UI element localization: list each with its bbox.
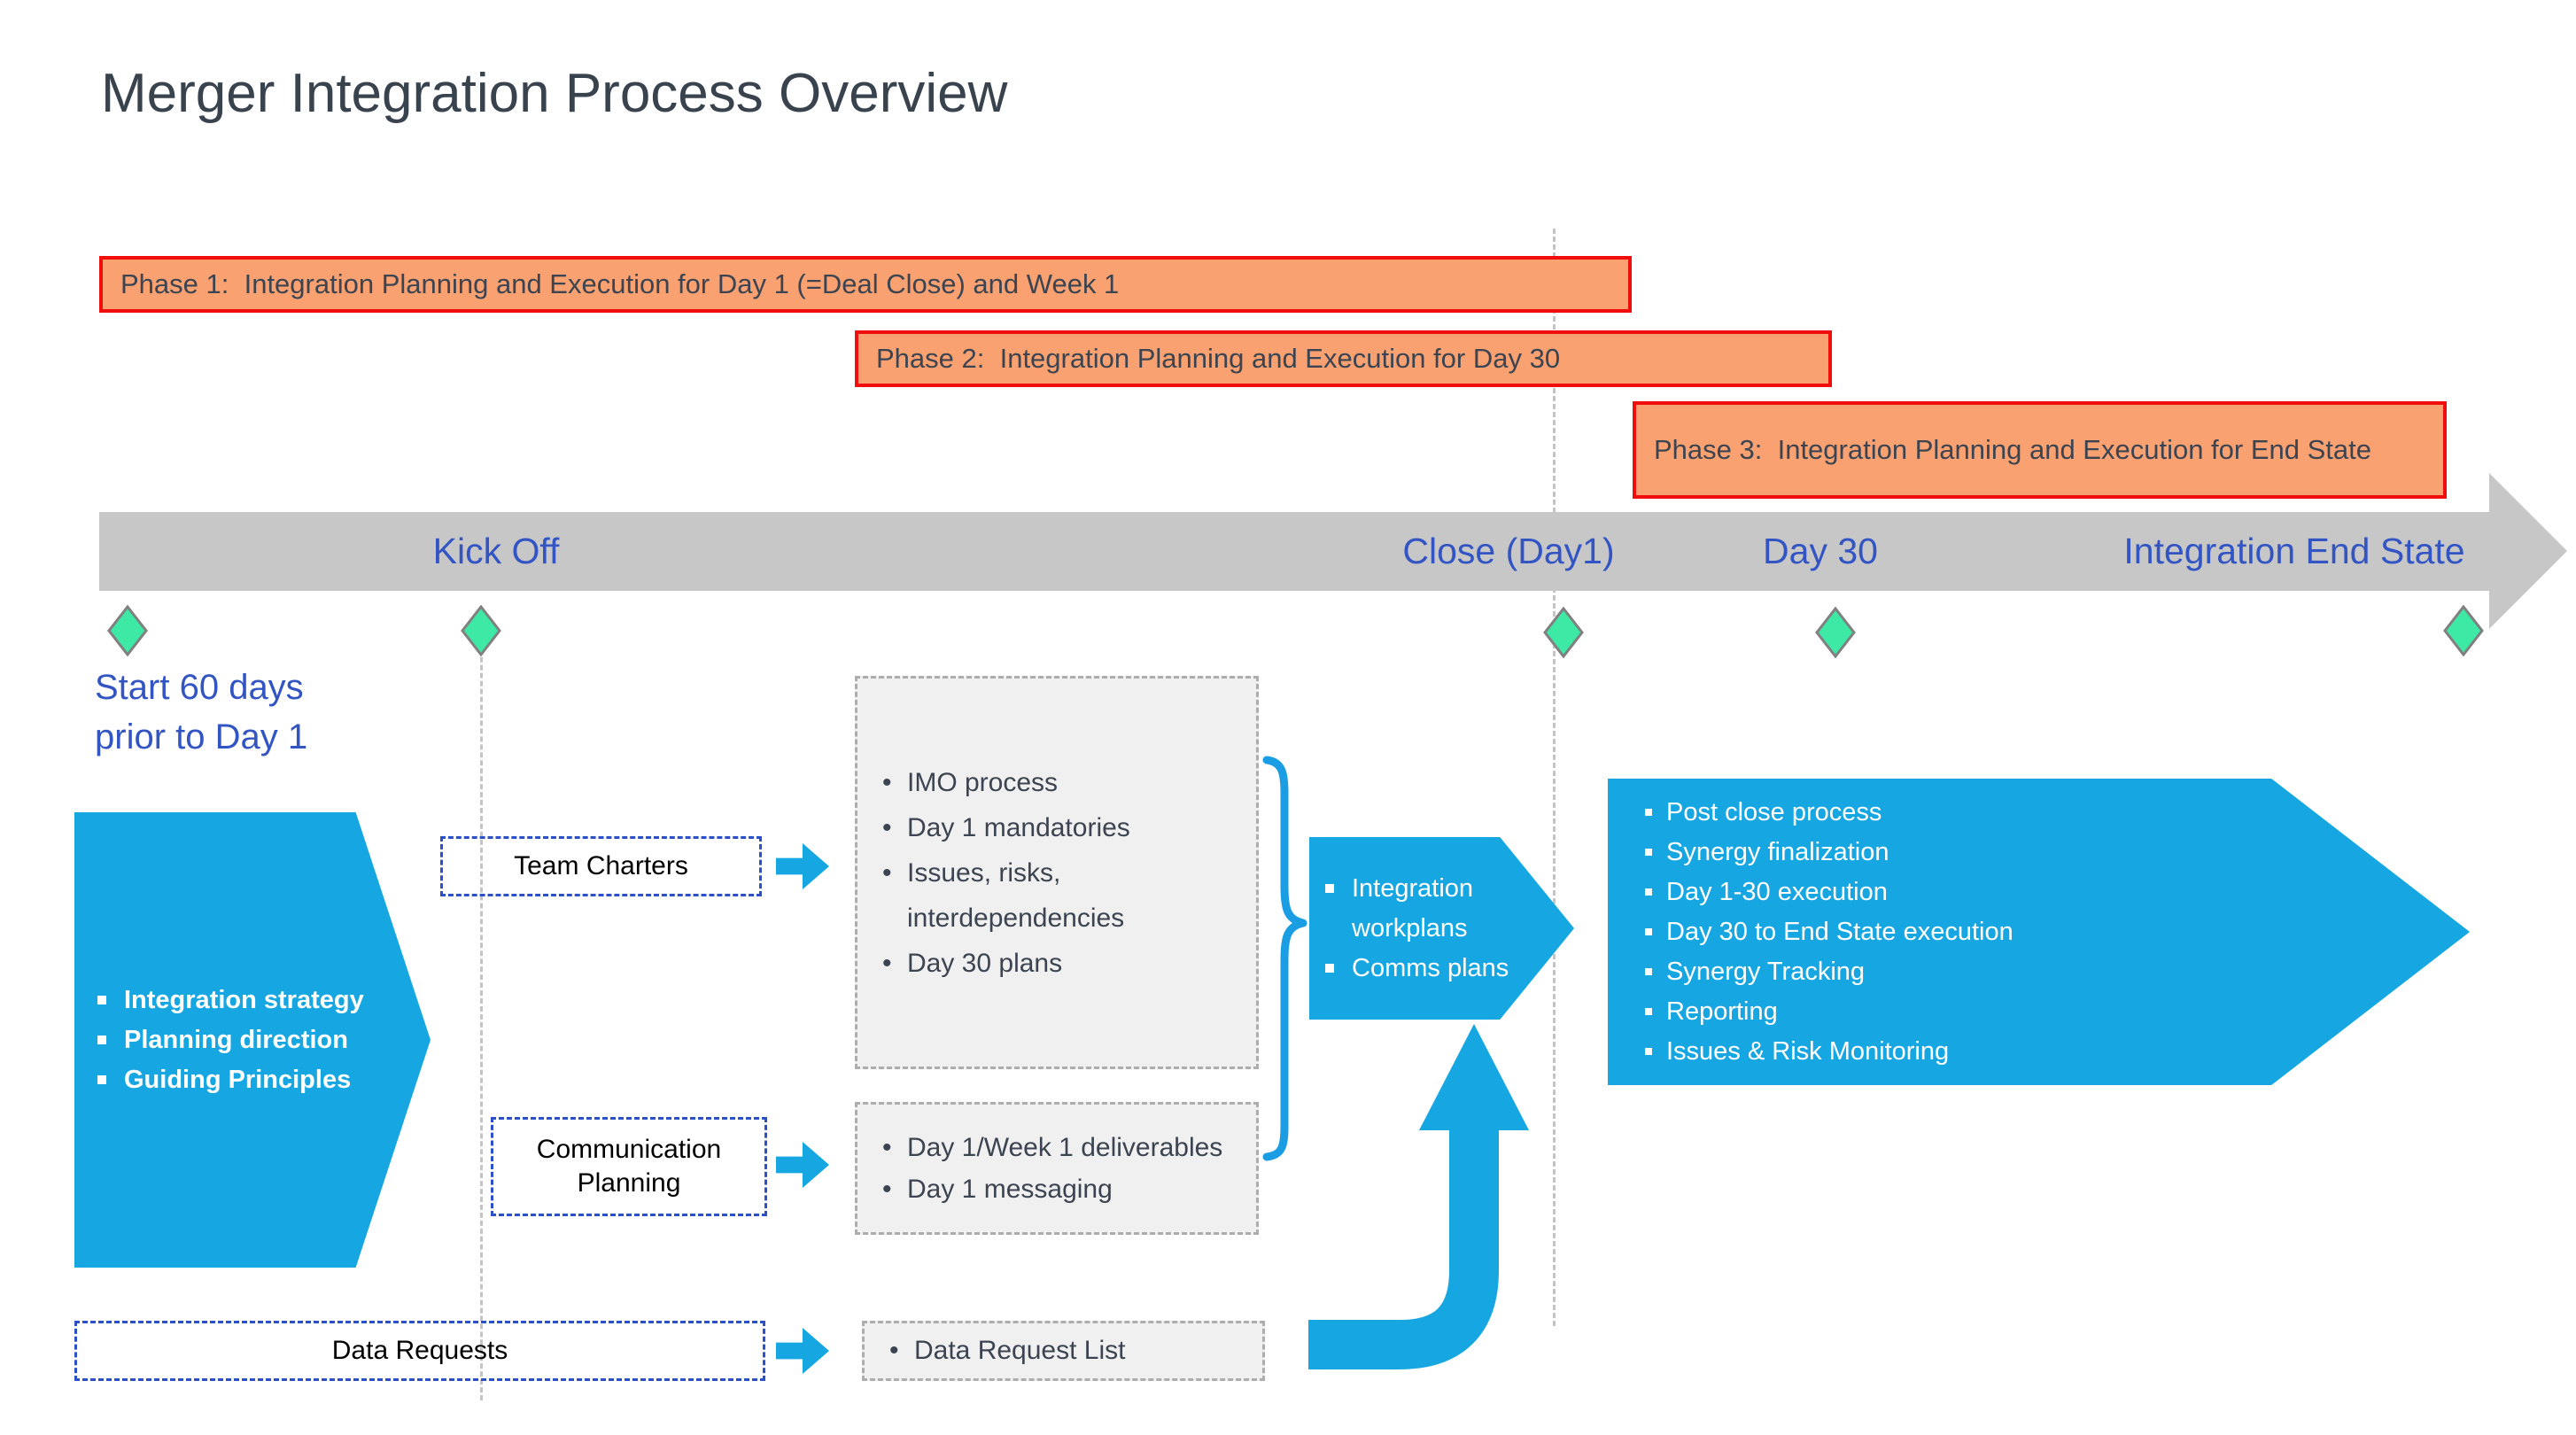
communication-planning-box: Communication Planning [491,1117,767,1216]
square-bullet-icon [97,1035,106,1044]
milestone-label-endstate: Integration End State [2123,531,2465,571]
square-bullet-icon [1325,963,1334,973]
list-item-label: Data Request List [914,1336,1126,1365]
milestone-label-kickoff: Kick Off [432,531,560,571]
list-item: Planning direction [97,1020,431,1060]
milestone-diamond-icon [107,605,148,656]
square-bullet-icon [1645,848,1652,856]
dot-bullet-icon: • [882,857,892,888]
flow-arrow-icon [776,843,829,889]
list-item: • Day 1 messaging [882,1168,1244,1210]
flow-arrow-icon [776,1142,829,1188]
list-item: • Data Request List [889,1333,1250,1369]
dot-bullet-icon: • [882,1133,892,1162]
data-request-list-box: • Data Request List [862,1321,1265,1381]
list-item-label: Post close process [1666,797,1882,826]
list-item-label: Comms plans [1352,953,1509,982]
list-item: • Issues, risks, interdependencies [882,850,1244,941]
execution-arrow: Post close process Synergy finalization … [1608,779,2470,1085]
dot-bullet-icon: • [882,948,892,978]
list-item-label: Reporting [1666,997,1778,1026]
list-item-label: IMO process [907,767,1059,797]
start-note: Start 60 days prior to Day 1 [95,668,308,756]
list-item: • Day 1 mandatories [882,805,1244,850]
milestone-label-day30: Day 30 [1763,531,1878,571]
dot-bullet-icon: • [889,1336,899,1365]
list-item: Integration workplans [1325,869,1511,949]
list-item-label: Day 30 plans [907,948,1063,978]
list-item-label: Day 1 messaging [907,1175,1113,1204]
list-item-label: Issues, risks, interdependencies [907,857,1125,933]
square-bullet-icon [1645,967,1652,975]
curved-up-arrow [1308,1127,1499,1369]
flow-arrow-icon [776,1328,829,1374]
list-item-label: Day 1 mandatories [907,812,1130,842]
list-item: Issues & Risk Monitoring [1645,1032,2470,1072]
timeline-arrowhead-icon [2489,473,2567,629]
list-item: Day 1-30 execution [1645,873,2470,912]
phase-3-banner: Phase 3: Integration Planning and Execut… [1633,401,2447,499]
square-bullet-icon [1645,1007,1652,1015]
list-item-label: Issues & Risk Monitoring [1666,1036,1950,1066]
milestone-label-close: Close (Day1) [1402,531,1615,571]
phase-2-banner: Phase 2: Integration Planning and Execut… [855,330,1832,387]
curly-brace-icon [1262,756,1307,1161]
curved-up-arrowhead-icon [1419,1024,1529,1130]
square-bullet-icon [1645,1047,1652,1055]
comms-outputs-box: • Day 1/Week 1 deliverables • Day 1 messag… [855,1102,1259,1235]
list-item: Synergy finalization [1645,833,2470,873]
list-item-label: Planning direction [124,1025,348,1054]
square-bullet-icon [1645,888,1652,896]
list-item-label: Synergy finalization [1666,837,1889,866]
milestone-diamond-icon [1543,607,1584,658]
vertical-dashline-kickoff [480,609,483,1400]
list-item-label: Guiding Principles [124,1065,352,1094]
milestone-diamond-icon [461,605,501,656]
square-bullet-icon [1645,927,1652,935]
milestone-diamond-icon [2443,605,2484,656]
list-item-label: Day 30 to End State execution [1666,917,2013,946]
list-item: Reporting [1645,992,2470,1032]
page-title: Merger Integration Process Overview [101,63,1008,124]
square-bullet-icon [1645,808,1652,816]
dot-bullet-icon: • [882,1175,892,1204]
data-requests-box: Data Requests [74,1321,765,1381]
team-charters-box: Team Charters [440,836,762,896]
plans-chevron: Integration workplans Comms plans [1309,837,1574,1020]
list-item: • IMO process [882,760,1244,805]
list-item: Integration strategy [97,981,431,1020]
strategy-chevron: Integration strategy Planning direction … [74,812,431,1268]
list-item: Synergy Tracking [1645,952,2470,992]
list-item-label: Integration strategy [124,985,364,1014]
dot-bullet-icon: • [882,767,892,797]
list-item-label: Integration workplans [1352,873,1474,942]
list-item-label: Day 1-30 execution [1666,877,1888,906]
planning-outputs-box: • IMO process • Day 1 mandatories • Issues,… [855,676,1259,1069]
timeline-bar [99,512,2489,591]
phase-1-banner: Phase 1: Integration Planning and Execut… [99,256,1632,313]
list-item: Post close process [1645,793,2470,833]
square-bullet-icon [97,1074,106,1084]
vertical-dashline-close [1553,229,1556,1326]
list-item: • Day 30 plans [882,941,1244,986]
dot-bullet-icon: • [882,812,892,842]
list-item-label: Synergy Tracking [1666,957,1866,986]
milestone-diamond-icon [1815,607,1856,658]
list-item: Day 30 to End State execution [1645,912,2470,952]
list-item-label: Day 1/Week 1 deliverables [907,1133,1223,1162]
list-item: Comms plans [1325,949,1511,989]
square-bullet-icon [97,995,106,1004]
list-item: Guiding Principles [97,1060,431,1100]
square-bullet-icon [1325,883,1334,893]
list-item: • Day 1/Week 1 deliverables [882,1127,1244,1168]
